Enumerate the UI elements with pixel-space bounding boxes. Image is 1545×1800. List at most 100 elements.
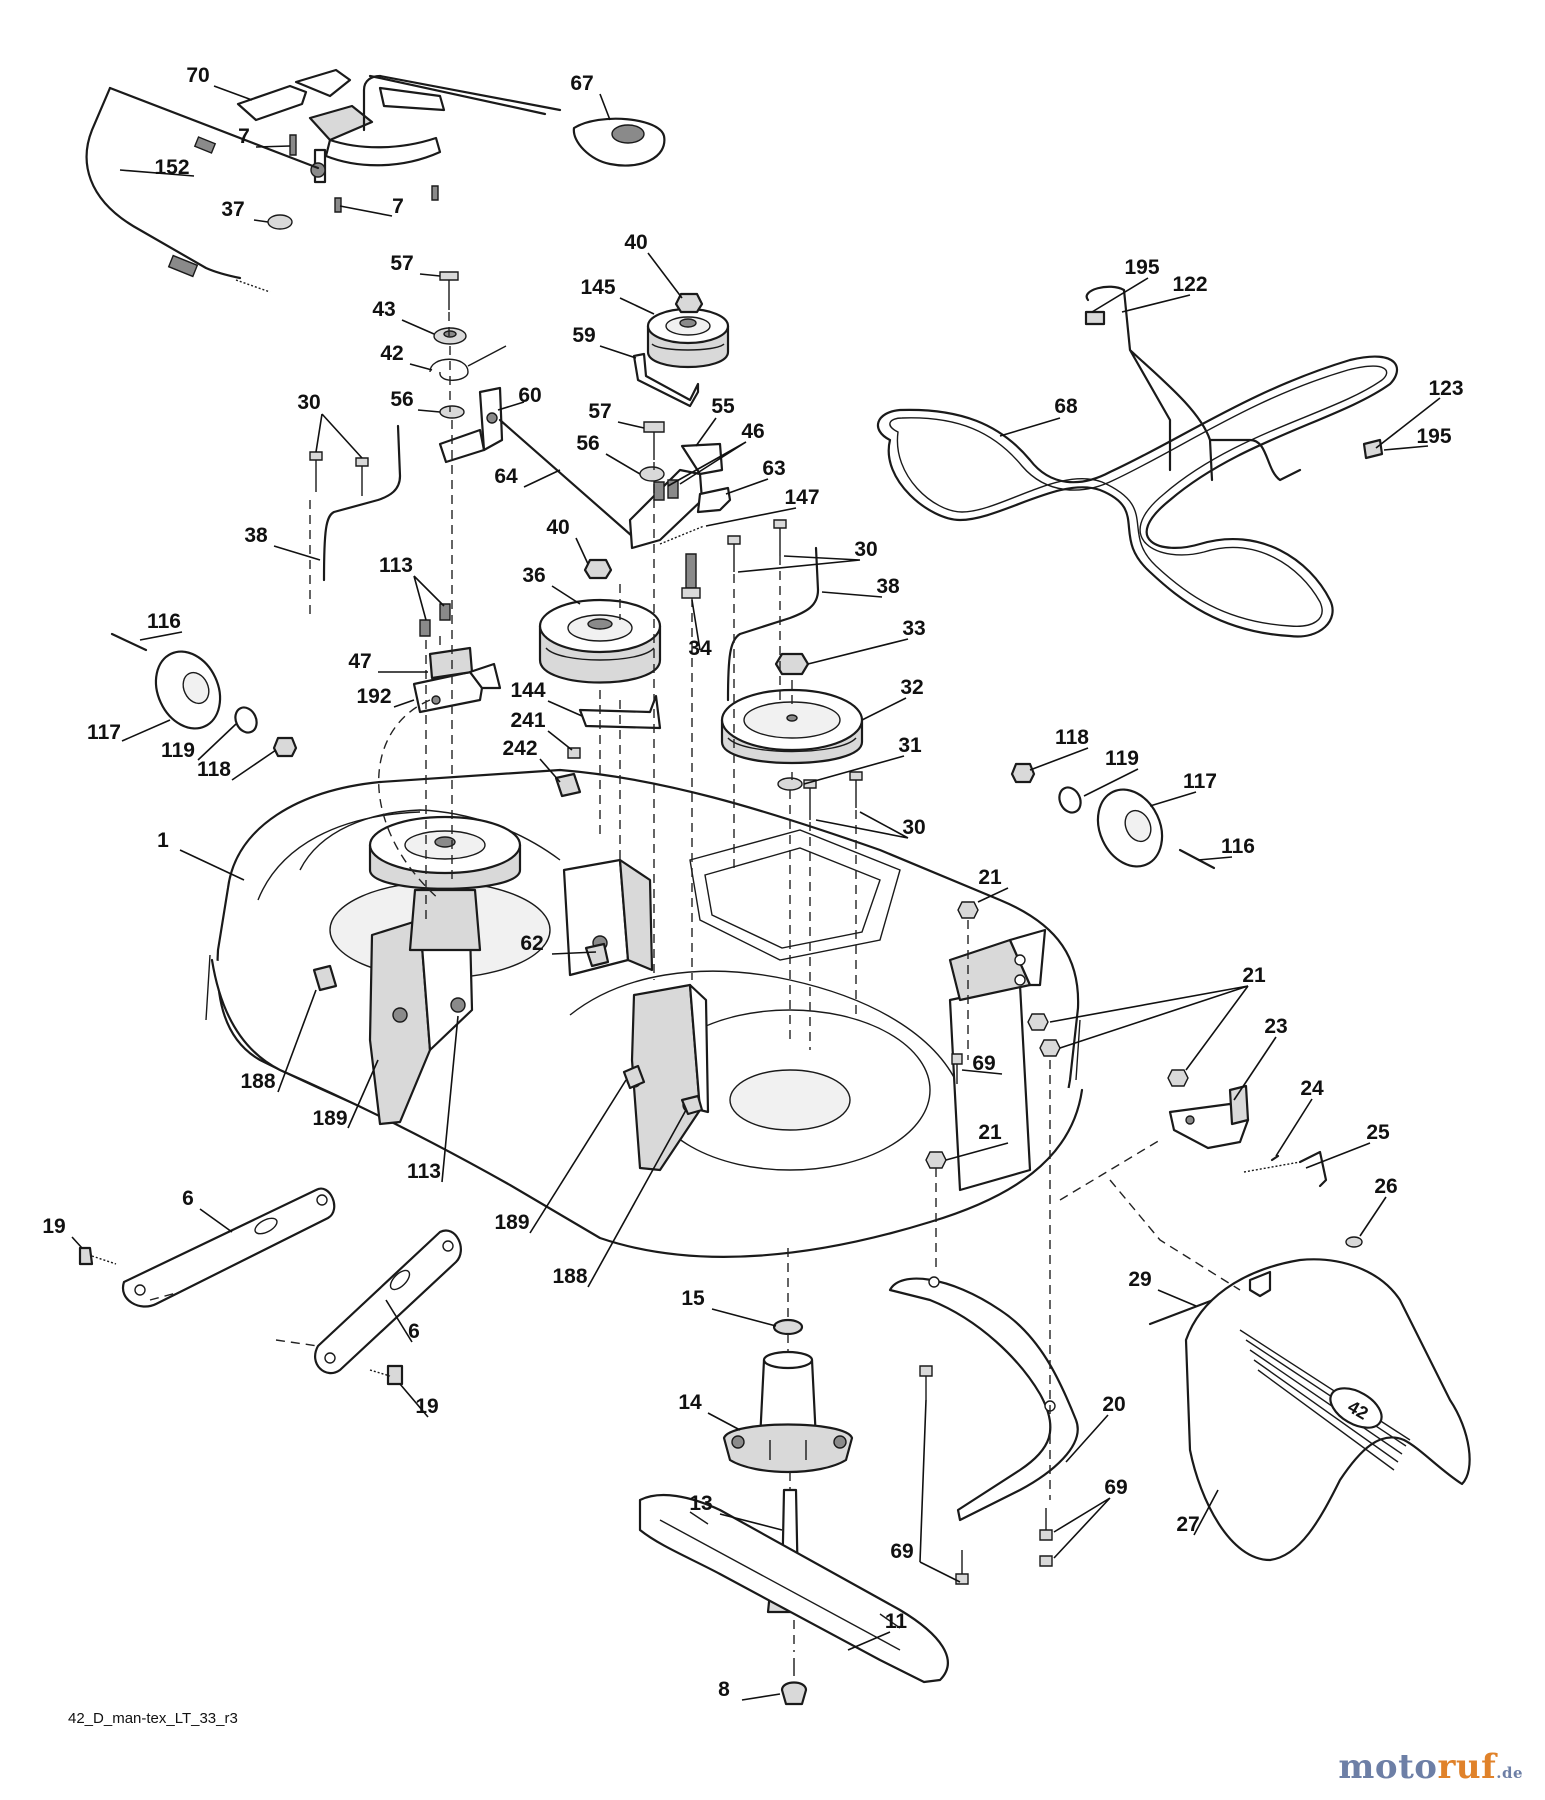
part-callout-c117b: 117 [1183, 770, 1217, 793]
bolt-19-right [369, 1364, 404, 1386]
part-callout-c70: 70 [186, 64, 209, 87]
part-callout-c23: 23 [1264, 1015, 1287, 1038]
part-callout-c14: 14 [678, 1391, 702, 1414]
bolt-241-242 [554, 747, 582, 798]
part-callout-c21a: 21 [978, 866, 1002, 889]
part-callout-c64: 64 [494, 465, 518, 488]
deck-rear-bracket [948, 928, 1047, 1192]
part-callout-c63: 63 [762, 457, 785, 480]
bracket-59 [632, 352, 700, 408]
nut-40-top [674, 292, 704, 314]
bolts-30-right-upper [727, 519, 787, 572]
drive-belt-68 [876, 355, 1399, 638]
part-callout-c62: 62 [520, 932, 543, 955]
idler-rod-64 [498, 418, 634, 538]
rod-38-right [726, 546, 820, 702]
part-callout-c47: 47 [348, 650, 371, 673]
part-callout-c21c: 21 [978, 1121, 1002, 1144]
belt-guide-122-123 [1084, 285, 1384, 482]
part-callout-c242: 242 [502, 737, 537, 760]
part-callout-c69a: 69 [972, 1052, 995, 1075]
part-callout-c57a: 57 [390, 252, 413, 275]
deck-left-spindle-pulley [368, 815, 522, 952]
part-callout-c119a: 119 [161, 739, 195, 762]
idler-pulley-145 [646, 307, 730, 368]
part-callout-c188a: 188 [240, 1070, 275, 1093]
part-callout-c57b: 57 [588, 400, 611, 423]
part-callout-c195a: 195 [1124, 256, 1159, 279]
idler-arm-60 [438, 386, 504, 464]
bolt-57-left [439, 271, 459, 310]
part-callout-c19a: 19 [42, 1215, 65, 1238]
washer-43 [433, 327, 467, 345]
part-callout-c21b: 21 [1242, 964, 1266, 987]
part-callout-c122: 122 [1172, 273, 1207, 296]
part-callout-c152: 152 [154, 156, 189, 179]
part-callout-c26: 26 [1374, 1175, 1397, 1198]
part-callout-c147: 147 [784, 486, 819, 509]
part-callout-c8: 8 [718, 1678, 730, 1701]
bolts-30-right-lower [803, 771, 863, 820]
part-callout-c145: 145 [580, 276, 615, 299]
part-callout-c7b: 7 [392, 195, 404, 218]
part-callout-c60: 60 [518, 384, 541, 407]
part-callout-c34: 34 [688, 637, 712, 660]
bolt-34 [681, 553, 701, 599]
bracket-47-192 [412, 646, 502, 714]
gauge-wheel-left [110, 632, 298, 758]
part-callout-c19b: 19 [415, 1395, 438, 1418]
deck-front-bracket-center [562, 858, 654, 977]
washer-26 [1345, 1236, 1363, 1248]
part-callout-c69b: 69 [1104, 1476, 1127, 1499]
part-callout-c241: 241 [510, 709, 545, 732]
spacer-56-right [639, 466, 665, 482]
assembly-lines [149, 312, 1241, 1652]
part-callout-c24: 24 [1300, 1077, 1324, 1100]
part-callout-c116b: 116 [1221, 835, 1255, 858]
part-callout-c20: 20 [1102, 1393, 1125, 1416]
bolt-7 [289, 134, 439, 213]
part-callout-c42: 42 [380, 342, 403, 365]
washer-31 [777, 777, 803, 791]
part-callout-c7a: 7 [238, 125, 250, 148]
part-callout-c30c: 30 [902, 816, 925, 839]
lift-knob [572, 117, 666, 167]
part-callout-c144: 144 [510, 679, 545, 702]
part-callout-c31: 31 [898, 734, 922, 757]
nut-33 [774, 652, 810, 676]
part-callout-c30b: 30 [854, 538, 877, 561]
washer-15 [772, 1318, 804, 1336]
part-callout-c192: 192 [356, 685, 391, 708]
plate-63 [696, 486, 732, 514]
diagram-code: 42_D_man-tex_LT_33_r3 [68, 1710, 238, 1727]
deflector-rod-20 [888, 1276, 1079, 1522]
part-callout-c113a: 113 [379, 554, 413, 577]
lift-shaft-assembly [236, 68, 562, 184]
drive-pulley-32 [720, 688, 864, 765]
part-callout-c40a: 40 [624, 231, 647, 254]
watermark-part3: .de [1496, 1764, 1523, 1782]
rod-38-left [322, 424, 402, 582]
part-callout-c55: 55 [711, 395, 735, 418]
part-callout-c15: 15 [681, 1287, 705, 1310]
part-callout-c117a: 117 [87, 721, 121, 744]
bolt-57-right [643, 421, 665, 460]
gauge-wheel-right [1010, 762, 1216, 870]
part-callout-c189a: 189 [312, 1107, 347, 1130]
watermark-part1: moto [1338, 1747, 1438, 1787]
part-callout-c29: 29 [1128, 1268, 1151, 1291]
part-callout-c116a: 116 [147, 610, 181, 633]
part-callout-c188b: 188 [552, 1265, 587, 1288]
deck-front-bracket-left [368, 918, 474, 1126]
part-callout-c13: 13 [689, 1492, 712, 1515]
part-callout-c40b: 40 [546, 516, 569, 539]
hanger-arm-6-right [314, 1229, 462, 1375]
part-callout-c118a: 118 [197, 758, 231, 781]
part-callout-c6a: 6 [182, 1187, 194, 1210]
part-callout-c67: 67 [570, 72, 593, 95]
part-callout-c38b: 38 [876, 575, 900, 598]
bolts-30-left [309, 451, 369, 496]
part-callout-c37: 37 [221, 198, 244, 221]
part-callout-c11: 11 [885, 1610, 908, 1633]
